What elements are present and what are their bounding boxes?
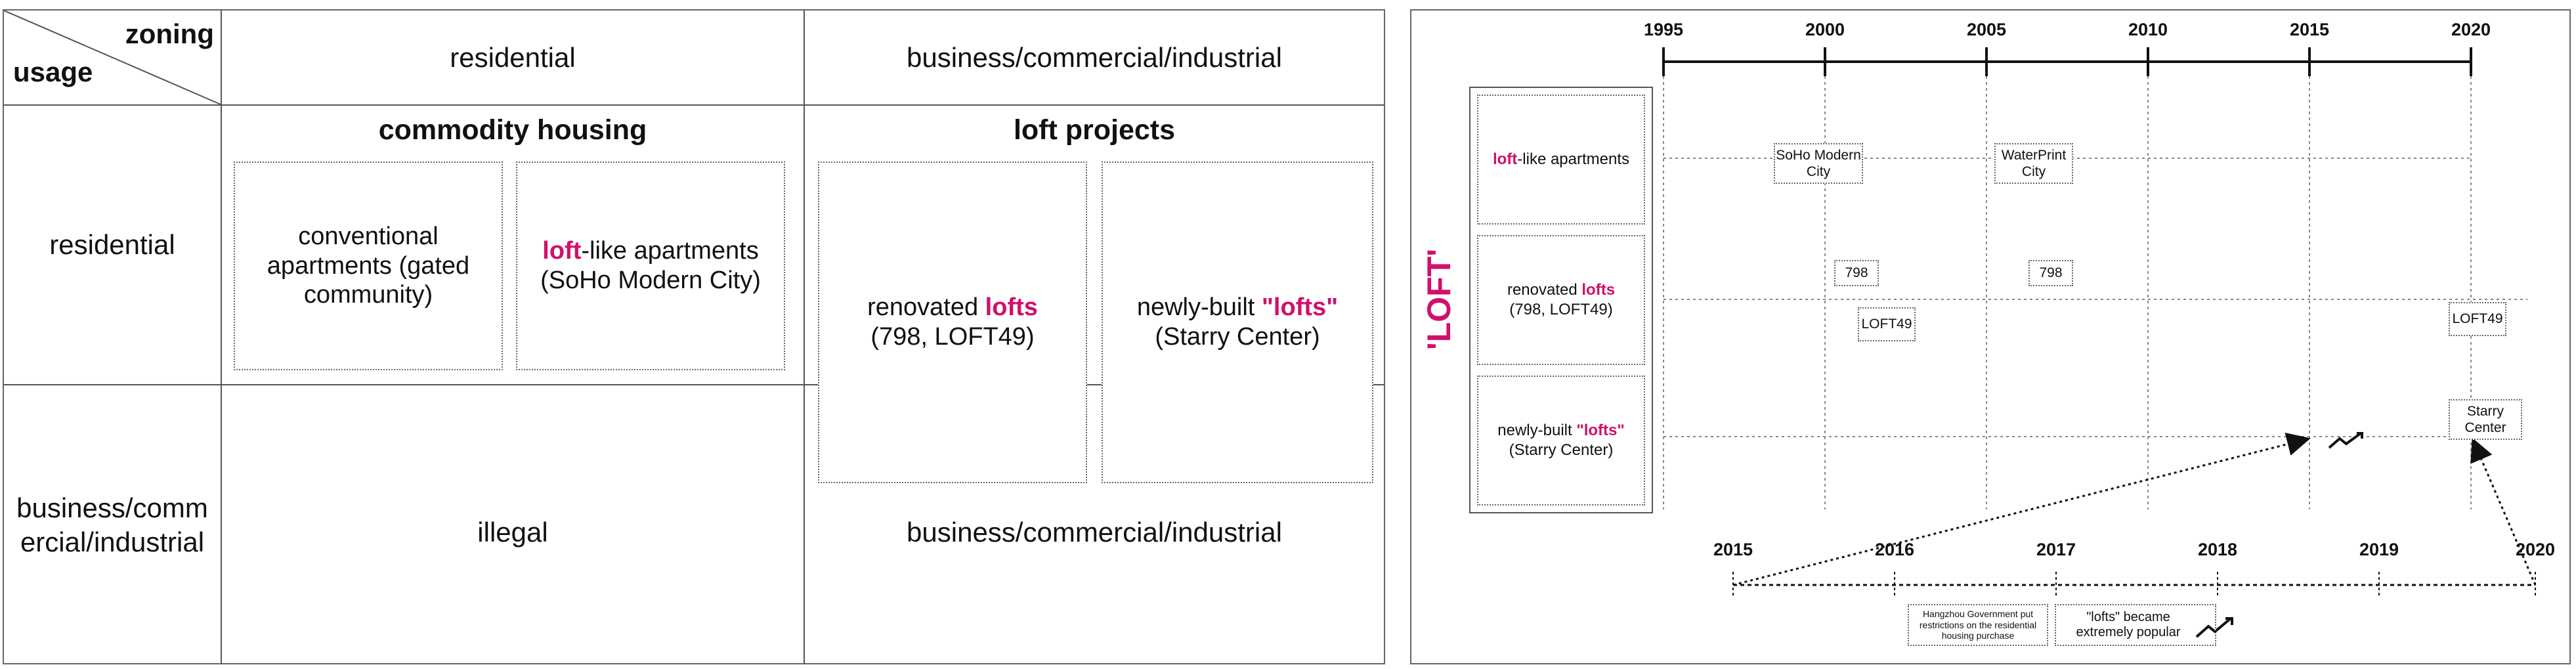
loft-like-highlight: loft [542, 237, 582, 265]
row-newly-built: newly-built "lofts" (Starry Center) [1477, 376, 1645, 506]
bottom-business-cell: business/commercial/industrial [907, 517, 1282, 548]
bottom-year-2020: 2020 [2515, 540, 2556, 559]
note-lofts-popular: "lofts" became extremely popular [2055, 604, 2216, 646]
row-newbuilt-text: newly-built [1497, 421, 1577, 439]
event-waterprint-city: WaterPrint City [1994, 143, 2073, 184]
corner-usage-label: usage [13, 56, 93, 87]
loft-like-text: -like apartments [581, 237, 759, 265]
bottom-year-2016: 2016 [1874, 540, 1915, 559]
top-year-1995: 1995 [1643, 20, 1684, 39]
commodity-housing-header: commodity housing [378, 114, 647, 146]
renovated-sub: (798, LOFT49) [870, 323, 1035, 351]
row-renovated: renovated lofts (798, LOFT49) [1477, 235, 1645, 365]
column-header-residential: residential [450, 41, 576, 73]
event-soho-modern-city: SoHo Modern City [1774, 143, 1863, 184]
row-loft-like: loft-like apartments [1477, 95, 1645, 225]
renovated-lofts-box: renovated lofts (798, LOFT49) [818, 162, 1087, 483]
matrix-divider-v1 [221, 11, 222, 664]
matrix-divider-h2-right [804, 384, 1384, 385]
row-header-residential: residential [49, 229, 175, 260]
top-year-2010: 2010 [2128, 20, 2168, 39]
newbuilt-highlight: "lofts" [1261, 293, 1339, 322]
renovated-highlight: lofts [985, 293, 1038, 322]
top-year-2000: 2000 [1805, 20, 1845, 39]
zoning-usage-matrix: zoning usage residential business/commer… [3, 9, 1385, 664]
event-loft49-2020: LOFT49 [2449, 302, 2506, 336]
illegal-cell: illegal [477, 517, 548, 548]
zoom-arrow-2015 [1732, 432, 2311, 586]
row-header-business: business/commercial/industrial [16, 492, 208, 557]
bottom-year-2015: 2015 [1713, 540, 1753, 559]
top-axis-ticks [1662, 47, 2472, 76]
corner-zoning-label: zoning [125, 18, 214, 49]
note-hangzhou-restrictions: Hangzhou Government put restrictions on … [1908, 604, 2048, 646]
row-renovated-sub: (798, LOFT49) [1509, 301, 1613, 318]
top-year-2020: 2020 [2451, 20, 2491, 39]
loft-like-apartments-box: loft-like apartments (SoHo Modern City) [516, 162, 785, 370]
trend-up-icon [2328, 432, 2362, 449]
conventional-apartments-box: conventional apartments (gated community… [234, 162, 503, 370]
bottom-year-2018: 2018 [2197, 540, 2238, 559]
bottom-year-2017: 2017 [2036, 540, 2076, 559]
bottom-year-2019: 2019 [2359, 540, 2399, 559]
zoom-arrow-2020 [2470, 437, 2537, 586]
top-year-2015: 2015 [2289, 20, 2330, 39]
loft-side-title: 'LOFT' [1421, 227, 1457, 372]
trend-up-icon-note [2195, 617, 2232, 638]
matrix-divider-v2 [804, 11, 805, 664]
row-newbuilt-highlight: "lofts" [1576, 421, 1625, 439]
newly-built-lofts-box: newly-built "lofts" (Starry Center) [1102, 162, 1373, 483]
row-loft-like-text: -like apartments [1517, 150, 1630, 168]
event-798-2007: 798 [2029, 260, 2073, 286]
top-year-2005: 2005 [1966, 20, 2007, 39]
row-loft-like-highlight: loft [1492, 150, 1518, 168]
newbuilt-text: newly-built [1136, 293, 1262, 322]
row-renovated-highlight: lofts [1581, 281, 1616, 299]
event-798-2001: 798 [1834, 260, 1879, 286]
loft-timeline-panel: 1995 2000 2005 2010 2015 2020 'LOFT' lof… [1410, 9, 2571, 664]
row-lines [1664, 158, 2527, 437]
row-renovated-text: renovated [1507, 281, 1582, 299]
conventional-apartments-text: conventional apartments (gated community… [267, 222, 470, 309]
loft-like-sub: (SoHo Modern City) [540, 267, 761, 294]
corner-diagonal [4, 11, 221, 105]
row-newbuilt-sub: (Starry Center) [1509, 441, 1614, 459]
column-header-business: business/commercial/industrial [907, 41, 1282, 73]
matrix-divider-h1 [4, 104, 1384, 106]
row-labels-group [1469, 87, 1653, 513]
event-loft49-2002: LOFT49 [1858, 307, 1916, 341]
loft-projects-header: loft projects [1013, 114, 1176, 146]
loft-side-title-text: 'LOFT' [1421, 248, 1457, 351]
renovated-text: renovated [867, 293, 985, 322]
vertical-gridlines [1663, 76, 2472, 509]
newbuilt-sub: (Starry Center) [1155, 323, 1320, 351]
event-starry-center: Starry Center [2449, 399, 2522, 440]
matrix-divider-h2 [4, 384, 805, 385]
